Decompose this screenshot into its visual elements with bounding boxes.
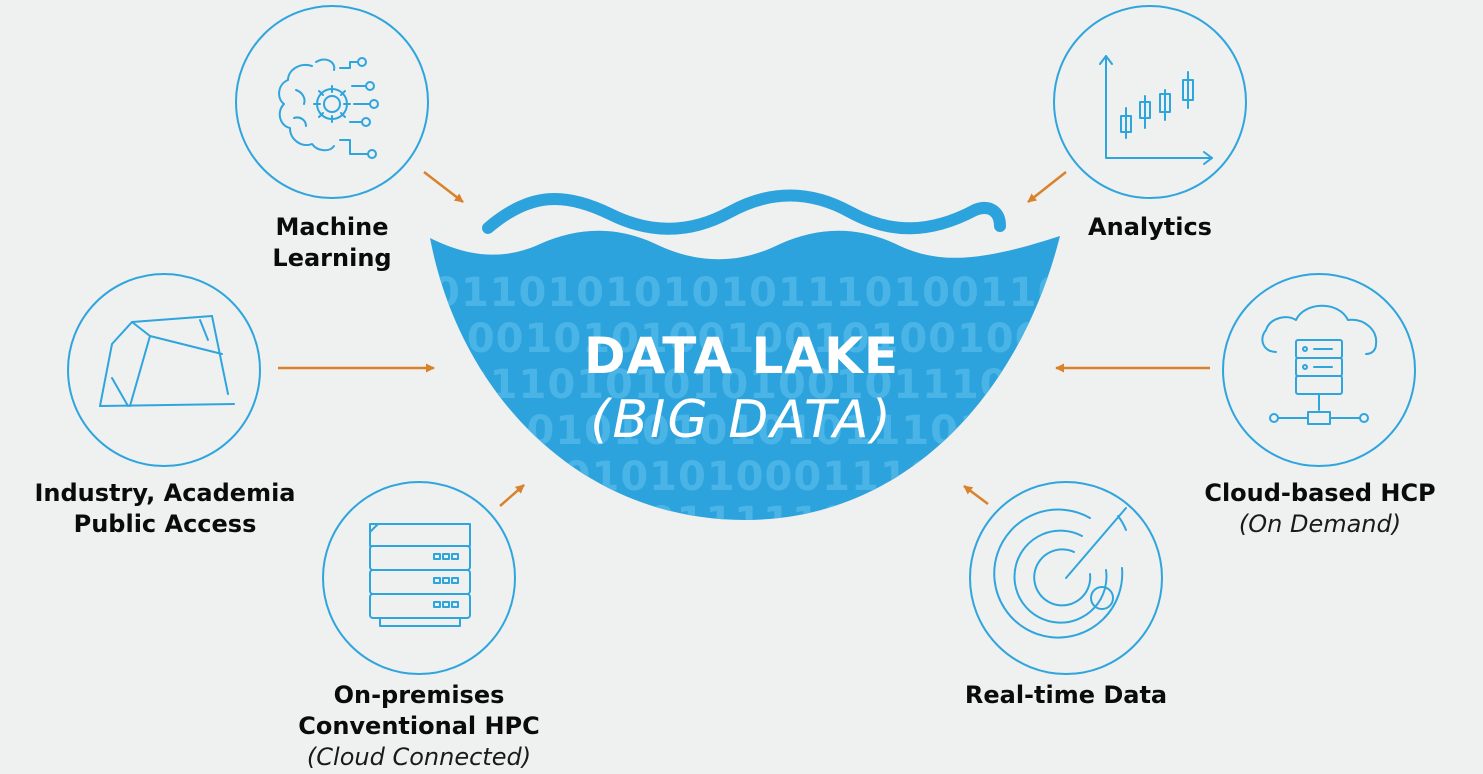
binary-row: 0011010101010010111000101 bbox=[432, 362, 1153, 408]
binary-row: 01011111010 bbox=[590, 499, 907, 545]
radar-icon bbox=[993, 507, 1127, 639]
label-line: Conventional HPC bbox=[298, 712, 540, 740]
node-circle-cloud-hcp bbox=[1222, 273, 1416, 467]
label-line: On-premises bbox=[333, 681, 505, 709]
label-real-time: Real-time Data bbox=[916, 680, 1216, 711]
label-line: Real-time Data bbox=[964, 681, 1168, 709]
label-cloud-hcp: Cloud-based HCP (On Demand) bbox=[1170, 478, 1470, 540]
wave-line bbox=[482, 189, 1006, 235]
label-line: Public Access bbox=[73, 510, 257, 538]
label-on-prem: On-premises Conventional HPC (Cloud Conn… bbox=[254, 680, 584, 773]
label-industry: Industry, Academia Public Access bbox=[0, 478, 330, 540]
binary-row: 1001010100100101001001000 bbox=[438, 316, 1159, 362]
server-rack-icon bbox=[369, 523, 471, 627]
node-circle-machine-learning bbox=[235, 5, 429, 199]
label-machine-learning: Machine Learning bbox=[232, 212, 432, 274]
arrow-real-time bbox=[963, 485, 989, 505]
label-line: Learning bbox=[272, 244, 392, 272]
arrow-machine-learning bbox=[423, 171, 464, 203]
cloud-server-icon bbox=[1261, 304, 1378, 425]
label-analytics: Analytics bbox=[1060, 212, 1240, 243]
arrow-analytics bbox=[1027, 171, 1067, 203]
arrow-on-prem bbox=[499, 484, 525, 507]
label-subtitle: (On Demand) bbox=[1238, 510, 1402, 538]
label-subtitle: (Cloud Connected) bbox=[306, 743, 532, 771]
brain-gear-icon bbox=[278, 57, 379, 159]
node-circle-on-prem bbox=[322, 481, 516, 675]
node-circle-industry bbox=[67, 273, 261, 467]
node-circle-analytics bbox=[1053, 5, 1247, 199]
label-line: Machine bbox=[275, 213, 389, 241]
lake-title: DATA LAKE bbox=[583, 327, 900, 385]
label-line: Industry, Academia bbox=[34, 479, 296, 507]
lake-body bbox=[430, 230, 1060, 521]
binary-row: 0110101010101110100110101 bbox=[432, 270, 1153, 316]
tent-icon bbox=[99, 315, 235, 407]
lake-subtitle: (BIG DATA) bbox=[590, 390, 893, 450]
binary-row: 1101010100011101000 bbox=[505, 454, 1053, 500]
label-line: Analytics bbox=[1088, 213, 1212, 241]
node-circle-real-time bbox=[969, 481, 1163, 675]
label-line: Cloud-based HCP bbox=[1204, 479, 1436, 507]
candlestick-chart-icon bbox=[1099, 55, 1213, 165]
